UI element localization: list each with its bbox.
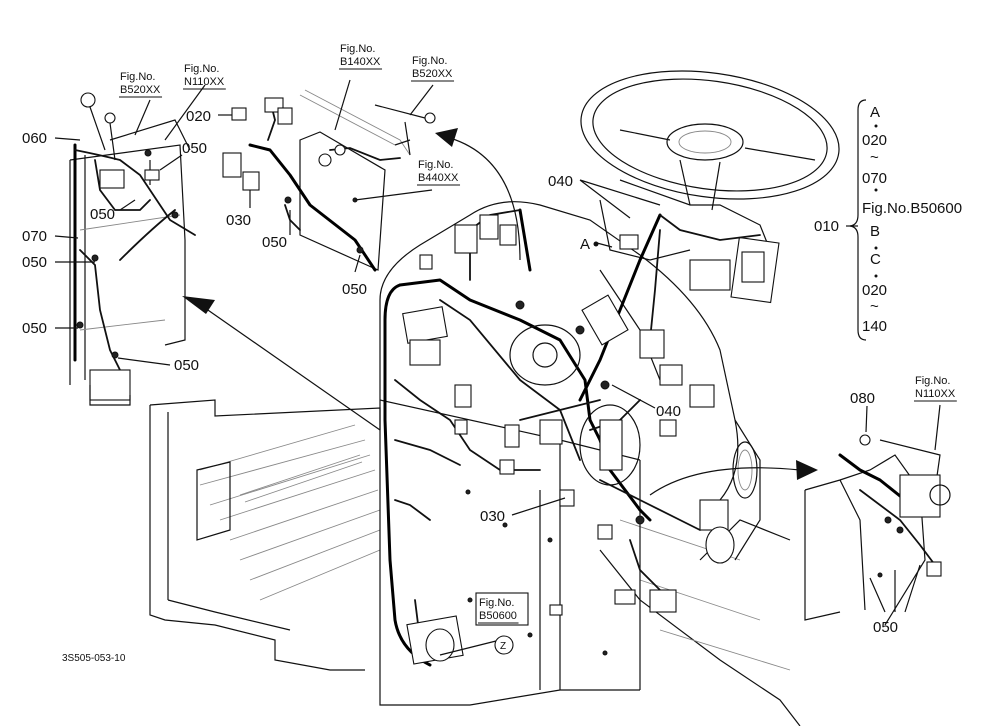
marker-a-dot [593, 241, 599, 247]
fig-ref-b520-top-text-number: B520XX [412, 68, 453, 80]
callout-020-top: 020 [186, 108, 211, 125]
legend-brace [849, 99, 867, 341]
callout-050-l4: 050 [90, 206, 115, 223]
legend-line-4: 070 [862, 170, 887, 187]
top-detail-view [222, 89, 436, 272]
fig-ref-n110-right: Fig.No. N110XX [915, 375, 956, 400]
legend-line-9: ~ [870, 298, 879, 315]
fig-ref-b520-left: Fig.No. B520XX [120, 71, 161, 96]
legend-dot-2 [874, 188, 878, 192]
steering-wheel [580, 70, 840, 381]
callout-050-l5: 050 [182, 140, 207, 157]
fig-ref-b140-text-number: B140XX [340, 56, 381, 68]
callout-050-l2: 050 [22, 320, 47, 337]
callout-070: 070 [22, 228, 47, 245]
callout-030-top: 030 [226, 212, 251, 229]
main-wire-harness [383, 208, 761, 667]
callout-050-t1: 050 [262, 234, 287, 251]
marker-a: A [580, 236, 590, 253]
fig-ref-b506-bottom: Fig.No. B50600 [479, 597, 518, 622]
callout-010: 010 [814, 218, 839, 235]
marker-z: Z [500, 641, 506, 652]
callout-050-r: 050 [873, 619, 898, 636]
fig-ref-b520-top: Fig.No. B520XX [412, 55, 453, 80]
callout-060: 060 [22, 130, 47, 147]
legend-line-3: ~ [870, 149, 879, 166]
fig-ref-b140-text: Fig.No. [340, 43, 375, 55]
legend-dot-4 [874, 274, 878, 278]
callout-050-l3: 050 [174, 357, 199, 374]
fig-ref-n110-left-text: Fig.No. [184, 63, 219, 75]
legend-line-2: 020 [862, 132, 887, 149]
fig-ref-b506-bottom-text-number: B50600 [479, 610, 517, 622]
dashboard-components [402, 214, 735, 665]
drawing-code: 3S505-053-10 [62, 653, 126, 664]
legend-line-6: B [870, 223, 880, 240]
fig-ref-b520-left-text: Fig.No. [120, 71, 155, 83]
fig-ref-n110-left: Fig.No. N110XX [184, 63, 225, 88]
leader-lines [54, 79, 941, 656]
detail-arrows [182, 128, 818, 496]
fig-ref-b520-left-text-number: B520XX [120, 84, 161, 96]
fig-ref-b440-text-number: B440XX [418, 172, 459, 184]
labels: 060 070 050 050 050 050 050 020 030 050 … [22, 43, 962, 664]
marker-z-circle [494, 635, 514, 655]
right-detail-view [804, 434, 951, 626]
fig-ref-n110-right-text: Fig.No. [915, 375, 950, 387]
fig-ref-b520-top-text: Fig.No. [412, 55, 447, 67]
fig-ref-b440: Fig.No. B440XX [418, 159, 459, 184]
callout-040-mid: 040 [656, 403, 681, 420]
callout-080: 080 [850, 390, 875, 407]
callout-040-top: 040 [548, 173, 573, 190]
fig-ref-b506-bottom-text: Fig.No. [479, 597, 514, 609]
callout-050-t2: 050 [342, 281, 367, 298]
legend-line-10: 140 [862, 318, 887, 335]
callout-050-l1: 050 [22, 254, 47, 271]
legend-line-1: A [870, 104, 880, 121]
fig-ref-n110-left-text-number: N110XX [184, 76, 225, 88]
fig-ref-n110-right-text-number: N110XX [915, 388, 956, 400]
fig-ref-b140: Fig.No. B140XX [340, 43, 381, 68]
fig-ref-b440-text: Fig.No. [418, 159, 453, 171]
legend-dot-1 [874, 124, 878, 128]
legend-line-5: Fig.No.B50600 [862, 200, 962, 217]
legend-line-8: 020 [862, 282, 887, 299]
callout-030-mid: 030 [480, 508, 505, 525]
fig-ref-boxes [475, 592, 529, 626]
left-detail-view [69, 92, 196, 406]
legend-dot-3 [874, 246, 878, 250]
legend-line-7: C [870, 251, 881, 268]
